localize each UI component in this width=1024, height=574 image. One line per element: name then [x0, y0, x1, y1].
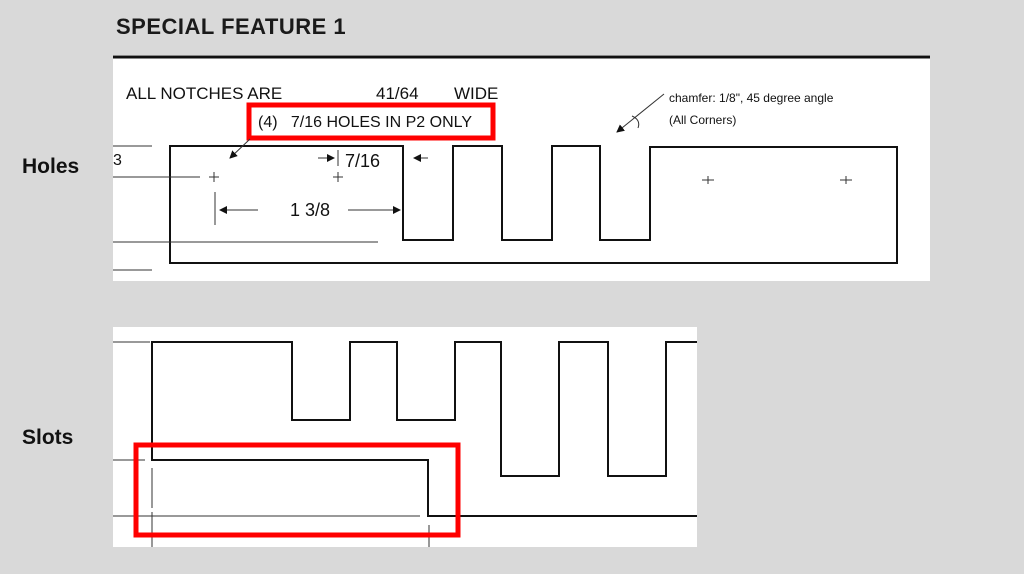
edge-fragment: 3: [113, 152, 122, 169]
slots-drawing: [113, 327, 697, 547]
slide-title: SPECIAL FEATURE 1: [116, 14, 347, 39]
dim-hole: 7/16: [345, 151, 380, 171]
slot-highlight: [133, 442, 461, 538]
holes-drawing: 3 ALL NOTCHES ARE 41/64 WIDE (4) 7/16 HO…: [113, 55, 930, 281]
chamfer-scope: (All Corners): [669, 113, 736, 127]
notch-width: 41/64: [376, 84, 419, 103]
holes-note: (4) 7/16 HOLES IN P2 ONLY: [258, 114, 472, 131]
holes-label: Holes: [22, 155, 80, 178]
part-outline: [169, 145, 898, 264]
slots-label: Slots: [22, 426, 74, 449]
slot-outline: [151, 341, 697, 517]
hole-marks: [209, 172, 852, 184]
notch-wide: WIDE: [454, 84, 498, 103]
holes-note-highlight: [246, 102, 496, 141]
dim-offset: 1 3/8: [290, 200, 330, 220]
chamfer-note: chamfer: 1/8", 45 degree angle: [669, 91, 834, 105]
notch-note: ALL NOTCHES ARE: [126, 84, 282, 103]
